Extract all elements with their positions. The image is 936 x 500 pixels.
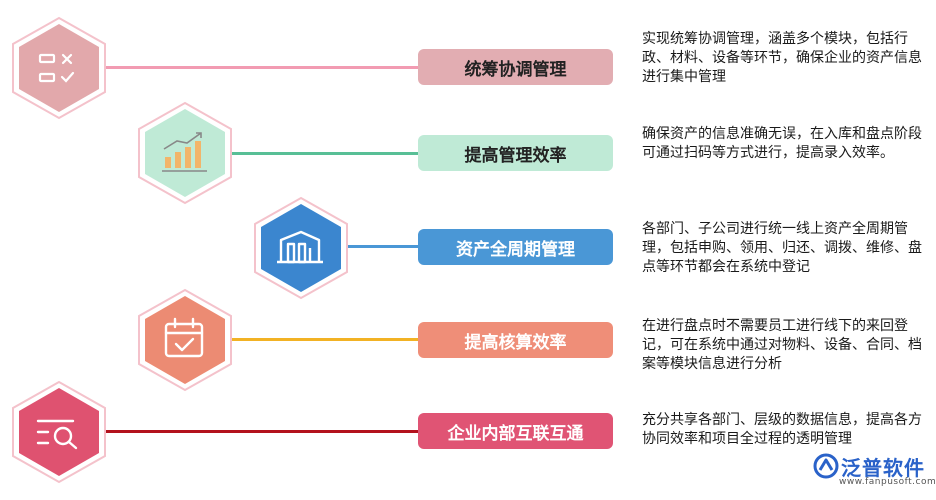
hexagon-4	[137, 288, 233, 392]
hexagon-3	[253, 196, 349, 300]
description-1: 实现统筹协调管理，涵盖多个模块，包括行政、材料、设备等环节，确保企业的资产信息进…	[642, 31, 922, 85]
bar-chart-icon	[162, 132, 207, 172]
checklist-icon	[38, 53, 75, 83]
logo-url: www.fanpusoft.com	[839, 477, 936, 487]
pill-4: 提高核算效率	[418, 322, 613, 358]
logo-name: 泛普软件	[841, 456, 925, 480]
search-list-icon	[36, 419, 78, 450]
description-3: 各部门、子公司进行统一线上资产全周期管理，包括申购、领用、归还、调拨、维修、盘点…	[642, 221, 922, 275]
hexagon-5	[11, 380, 107, 484]
calendar-check-icon	[164, 317, 204, 358]
pill-3: 资产全周期管理	[418, 229, 613, 265]
brand-logo: 泛普软件 www.fanpusoft.com	[812, 450, 936, 496]
description-4: 在进行盘点时不需要员工进行线下的来回登记，可在系统中通过对物料、设备、合同、档案…	[642, 318, 922, 372]
description-5: 充分共享各部门、层级的数据信息，提高各方协同效率和项目全过程的透明管理	[642, 412, 922, 447]
connector-line-3	[338, 245, 420, 248]
pill-5: 企业内部互联互通	[418, 413, 613, 449]
connector-line-1	[92, 66, 420, 69]
connector-line-4	[220, 338, 420, 341]
hexagon-2	[137, 101, 233, 205]
building-icon	[277, 230, 323, 264]
description-2: 确保资产的信息准确无误，在入库和盘点阶段可通过扫码等方式进行，提高录入效率。	[642, 126, 922, 161]
pill-2: 提高管理效率	[418, 135, 613, 171]
connector-line-2	[220, 152, 420, 155]
pill-1: 统筹协调管理	[418, 49, 613, 85]
hexagon-1	[11, 16, 107, 120]
fanpu-logo-icon	[813, 453, 839, 479]
connector-line-5	[92, 430, 420, 433]
